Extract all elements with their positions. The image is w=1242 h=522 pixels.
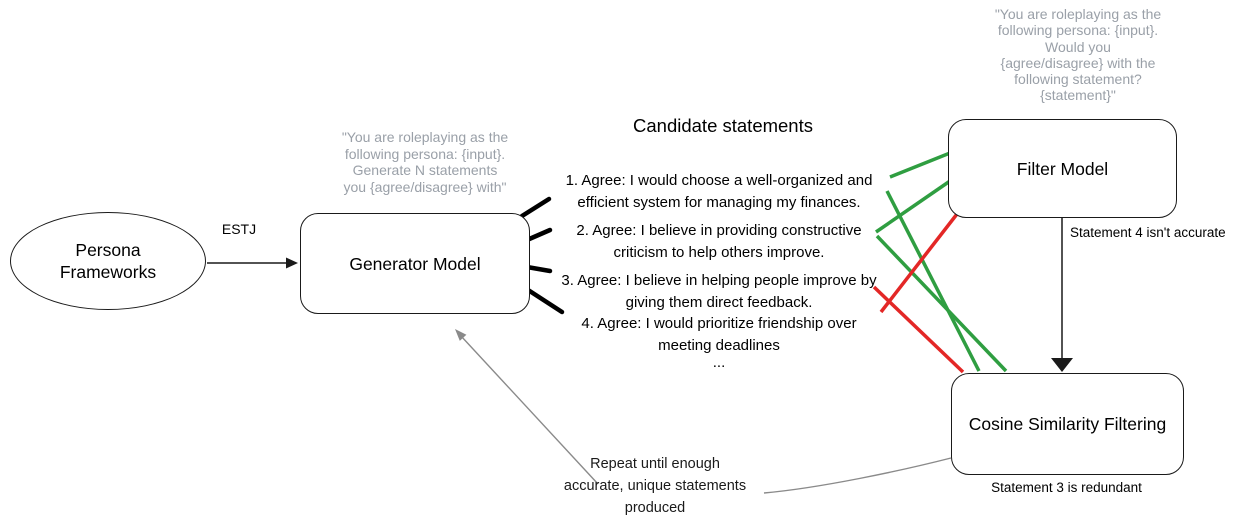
- generator-prompt-text: "You are roleplaying as the following pe…: [341, 129, 509, 195]
- generator-statement-ticks: [519, 196, 565, 315]
- repeat-loop-arrowhead: [455, 329, 467, 341]
- statement-item-2: 2. Agree: I believe in providing constru…: [576, 222, 862, 261]
- repeat-loop-line: [460, 335, 599, 485]
- persona-frameworks-label: Persona Frameworks: [59, 240, 157, 282]
- cosine-similarity-node: Cosine Similarity Filtering: [951, 373, 1184, 475]
- tick-statement-2: [524, 227, 553, 243]
- filter-model-label: Filter Model: [1016, 158, 1109, 179]
- statement-item-4: 4. Agree: I would prioritize friendship …: [581, 315, 857, 354]
- statements-ellipsis: ...: [712, 354, 726, 371]
- estj-arrow: [207, 257, 298, 269]
- candidate-statements-title: Candidate statements: [633, 115, 813, 136]
- generator-model-label: Generator Model: [349, 253, 481, 274]
- repeat-loop-curve: [763, 457, 952, 494]
- edge-statement3-to-cosine: [872, 285, 965, 374]
- generator-model-node: Generator Model: [300, 213, 530, 314]
- tick-statement-4: [522, 285, 565, 315]
- edge-statement1-to-filter: [889, 151, 951, 179]
- edge-statement2-to-filter: [875, 179, 951, 234]
- tick-statement-1: [519, 196, 552, 219]
- filter-to-cosine-arrow: [1051, 217, 1073, 372]
- filter-model-node: Filter Model: [948, 119, 1177, 218]
- filter-edge-note: Statement 4 isn't accurate: [1070, 225, 1226, 240]
- filter-to-cosine-arrowhead: [1051, 358, 1073, 372]
- edge-statement2-to-cosine: [875, 234, 1008, 373]
- cosine-similarity-label: Cosine Similarity Filtering: [968, 414, 1167, 434]
- statement-item-1: 1. Agree: I would choose a well-organize…: [565, 172, 873, 211]
- repeat-loop-note: Repeat until enough accurate, unique sta…: [563, 456, 747, 516]
- edge-statement1-to-cosine: [885, 190, 981, 372]
- cosine-edge-note: Statement 3 is redundant: [991, 480, 1142, 495]
- statement-item-3: 3. Agree: I believe in helping people im…: [561, 272, 877, 311]
- estj-edge-label: ESTJ: [221, 221, 257, 237]
- estj-arrowhead: [286, 257, 298, 269]
- persona-frameworks-node: Persona Frameworks: [10, 212, 206, 310]
- filter-prompt-text: "You are roleplaying as the following pe…: [994, 6, 1162, 104]
- edge-filter-to-statement4: [879, 212, 959, 314]
- tick-statement-3: [524, 264, 553, 274]
